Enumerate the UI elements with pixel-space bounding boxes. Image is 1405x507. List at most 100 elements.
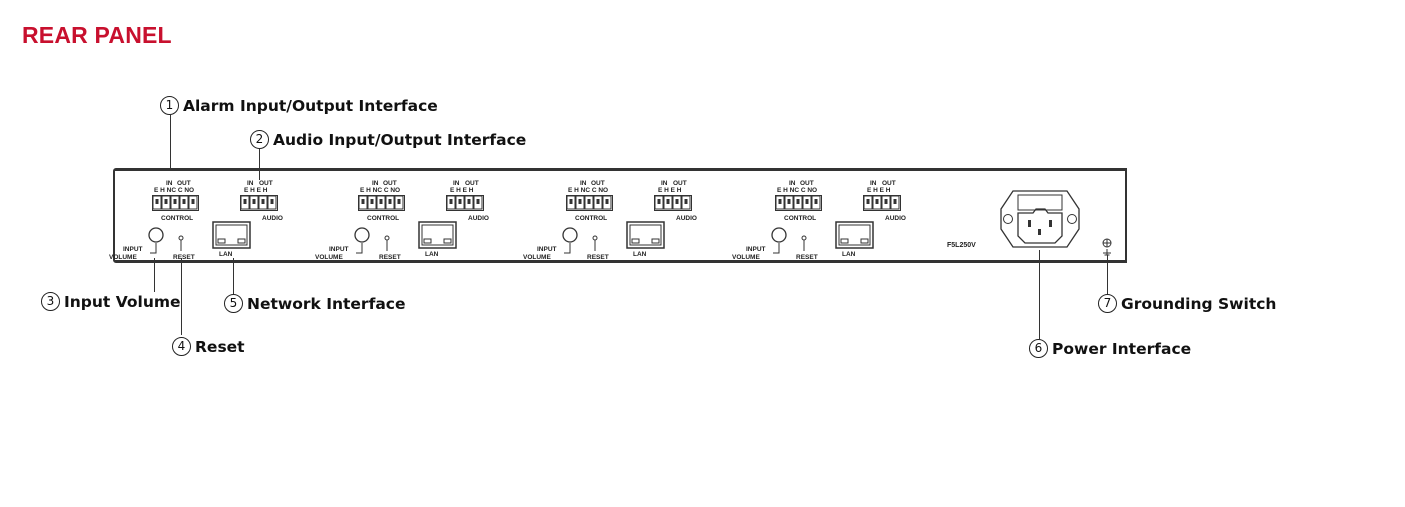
callout-label: Input Volume (64, 292, 181, 311)
audio-pins-label: E H E H (867, 187, 891, 194)
audio-pins-label: E H E H (244, 187, 268, 194)
control-out-label: OUT (800, 180, 814, 187)
control-pins-label: E H NC C NO (154, 187, 195, 194)
reset-button-icon (384, 235, 390, 257)
audio-label: AUDIO (468, 215, 489, 222)
volume-knob-icon (353, 227, 371, 261)
audio-label: AUDIO (676, 215, 697, 222)
input-label: INPUT (537, 246, 557, 253)
callout-label: Grounding Switch (1121, 294, 1277, 313)
leader-line (1039, 250, 1041, 340)
leader-line (154, 258, 156, 292)
volume-label: VOLUME (109, 254, 137, 261)
callout-number-icon: 3 (41, 292, 60, 311)
reset-button-icon (801, 235, 807, 257)
power-socket-icon (1000, 190, 1080, 248)
leader-line (1107, 255, 1109, 294)
reset-button-icon (178, 235, 184, 257)
control-terminal-block (566, 195, 614, 216)
lan-port-icon (212, 221, 252, 253)
control-in-label: IN (166, 180, 173, 187)
audio-label: AUDIO (262, 215, 283, 222)
lan-label: LAN (633, 251, 647, 258)
callout-label: Network Interface (247, 294, 406, 313)
fuse-label: F5L250V (947, 242, 976, 249)
volume-knob-icon (147, 227, 165, 261)
control-label: CONTROL (367, 215, 400, 222)
control-label: CONTROL (784, 215, 817, 222)
audio-terminal-block (446, 195, 486, 216)
ground-icon (1102, 238, 1112, 256)
control-out-label: OUT (177, 180, 191, 187)
callout-number-icon: 5 (224, 294, 243, 313)
input-label: INPUT (329, 246, 349, 253)
volume-knob-icon (770, 227, 788, 261)
reset-label: RESET (587, 254, 609, 261)
lan-port-icon (418, 221, 458, 253)
control-pins-label: E H NC C NO (360, 187, 401, 194)
control-terminal-block (152, 195, 200, 216)
audio-in-label: IN (870, 180, 877, 187)
audio-terminal-block (863, 195, 903, 216)
callout-number-icon: 7 (1098, 294, 1117, 313)
callout-number-icon: 6 (1029, 339, 1048, 358)
volume-label: VOLUME (732, 254, 760, 261)
control-out-label: OUT (591, 180, 605, 187)
audio-pins-label: E H E H (450, 187, 474, 194)
audio-pins-label: E H E H (658, 187, 682, 194)
audio-in-label: IN (661, 180, 668, 187)
control-in-label: IN (580, 180, 587, 187)
input-label: INPUT (746, 246, 766, 253)
volume-label: VOLUME (315, 254, 343, 261)
leader-line (181, 258, 183, 335)
control-out-label: OUT (383, 180, 397, 187)
lan-port-icon (835, 221, 875, 253)
lan-label: LAN (425, 251, 439, 258)
section-title: REAR PANEL (22, 22, 172, 48)
control-label: CONTROL (575, 215, 608, 222)
audio-out-label: OUT (259, 180, 273, 187)
audio-in-label: IN (453, 180, 460, 187)
reset-label: RESET (379, 254, 401, 261)
audio-terminal-block (240, 195, 280, 216)
audio-out-label: OUT (882, 180, 896, 187)
leader-line (259, 149, 261, 180)
reset-label: RESET (796, 254, 818, 261)
audio-out-label: OUT (465, 180, 479, 187)
input-label: INPUT (123, 246, 143, 253)
control-pins-label: E H NC C NO (568, 187, 609, 194)
control-label: CONTROL (161, 215, 194, 222)
control-in-label: IN (372, 180, 379, 187)
control-terminal-block (775, 195, 823, 216)
volume-label: VOLUME (523, 254, 551, 261)
callout-number-icon: 1 (160, 96, 179, 115)
audio-in-label: IN (247, 180, 254, 187)
lan-port-icon (626, 221, 666, 253)
control-pins-label: E H NC C NO (777, 187, 818, 194)
lan-label: LAN (842, 251, 856, 258)
callout-label: Reset (195, 337, 245, 356)
control-in-label: IN (789, 180, 796, 187)
lan-label: LAN (219, 251, 233, 258)
reset-button-icon (592, 235, 598, 257)
leader-line (233, 258, 235, 294)
callout-label: Audio Input/Output Interface (273, 130, 527, 149)
audio-label: AUDIO (885, 215, 906, 222)
audio-terminal-block (654, 195, 694, 216)
callout-number-icon: 2 (250, 130, 269, 149)
callout-number-icon: 4 (172, 337, 191, 356)
control-terminal-block (358, 195, 406, 216)
